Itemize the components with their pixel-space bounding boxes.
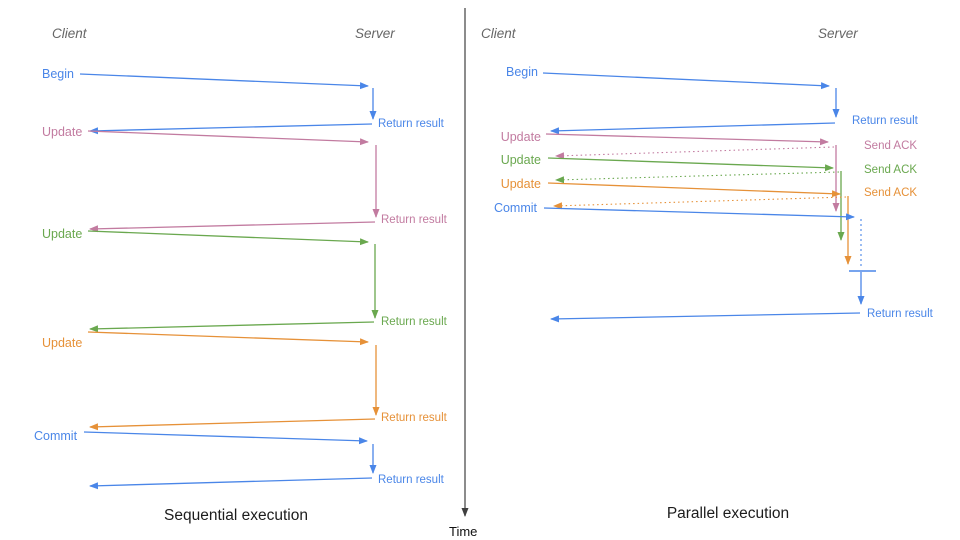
par-update3-request-arrow — [547, 182, 841, 198]
seq-client-header: Client — [52, 26, 88, 41]
par-step-commit: Commit Return result — [494, 201, 934, 323]
seq-commit-label: Commit — [34, 429, 78, 443]
par-update2-request-arrow — [547, 157, 834, 172]
seq-update2-request-arrow — [87, 230, 369, 246]
seq-update2-return-arrow — [89, 321, 375, 333]
par-commit-return-label: Return result — [867, 308, 934, 320]
seq-commit-return-label: Return result — [378, 474, 445, 486]
par-step-update-2: Update Send ACK — [501, 153, 917, 241]
par-update2-label: Update — [501, 153, 541, 167]
par-update1-ack-arrow — [555, 146, 835, 160]
par-commit-label: Commit — [494, 201, 538, 215]
seq-update2-return-label: Return result — [381, 316, 448, 328]
seq-update1-request-arrow — [87, 130, 369, 146]
par-update2-ack-label: Send ACK — [864, 164, 917, 176]
time-axis: Time — [449, 8, 477, 539]
seq-update3-label: Update — [42, 336, 82, 350]
seq-update3-return-label: Return result — [381, 412, 448, 424]
par-begin-request-arrow — [542, 72, 830, 90]
par-update2-ack-arrow — [555, 171, 840, 184]
parallel-panel: Client Server Begin Return result Update… — [481, 26, 934, 522]
par-step-begin: Begin Return result — [506, 65, 919, 135]
time-axis-label: Time — [449, 524, 477, 539]
par-update1-label: Update — [501, 130, 541, 144]
seq-begin-return-arrow — [89, 123, 373, 135]
par-update1-ack-label: Send ACK — [864, 140, 917, 152]
par-begin-label: Begin — [506, 65, 538, 79]
seq-server-header: Server — [355, 26, 395, 41]
par-server-header: Server — [818, 26, 858, 41]
seq-update1-label: Update — [42, 125, 82, 139]
seq-begin-return-label: Return result — [378, 118, 445, 130]
par-step-update-3: Update Send ACK — [501, 177, 917, 265]
par-begin-return-label: Return result — [852, 115, 919, 127]
seq-step-commit: Commit Return result — [34, 429, 445, 490]
seq-step-begin: Begin Return result — [42, 67, 445, 135]
sequential-caption: Sequential execution — [164, 507, 308, 524]
seq-update1-return-arrow — [89, 221, 376, 233]
par-begin-return-arrow — [550, 122, 836, 135]
seq-commit-request-arrow — [83, 431, 368, 445]
parallel-caption: Parallel execution — [667, 505, 789, 522]
seq-update1-return-label: Return result — [381, 214, 448, 226]
seq-begin-label: Begin — [42, 67, 74, 81]
seq-update3-request-arrow — [87, 331, 369, 346]
par-update3-label: Update — [501, 177, 541, 191]
par-update3-ack-label: Send ACK — [864, 187, 917, 199]
par-client-header: Client — [481, 26, 517, 41]
seq-commit-return-arrow — [89, 477, 373, 490]
seq-step-update-3: Update Return result — [42, 331, 448, 431]
seq-update3-return-arrow — [89, 418, 376, 431]
seq-update2-label: Update — [42, 227, 82, 241]
par-update1-request-arrow — [545, 133, 829, 146]
seq-begin-request-arrow — [79, 73, 369, 90]
par-commit-return-arrow — [550, 312, 861, 323]
sequential-panel: Client Server Begin Return result Update… — [34, 26, 448, 524]
par-update3-ack-arrow — [553, 196, 847, 210]
par-step-update-1: Update Send ACK — [501, 130, 917, 212]
seq-step-update-2: Update Return result — [42, 227, 448, 333]
seq-step-update-1: Update Return result — [42, 125, 448, 233]
par-commit-request-arrow — [543, 207, 855, 221]
